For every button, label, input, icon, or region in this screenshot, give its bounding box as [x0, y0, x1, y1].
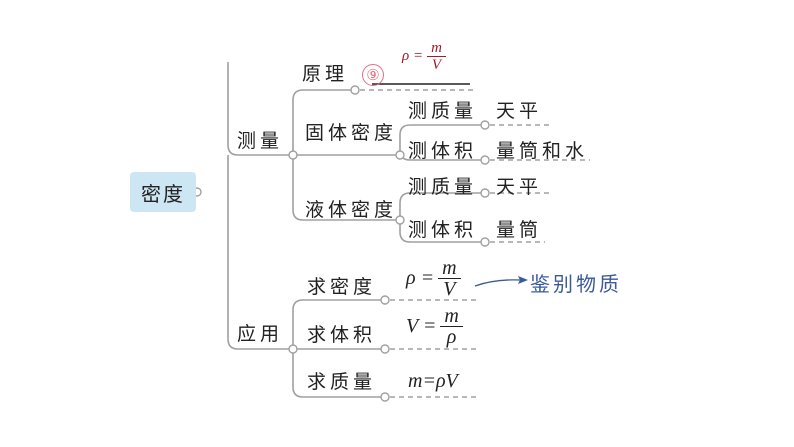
node-principle: 原理 — [302, 63, 349, 85]
node-liquid-volume: 测体积 — [408, 219, 478, 241]
arrow-line — [474, 279, 521, 287]
node-apply: 应用 — [237, 323, 284, 345]
formula-denominator: V — [443, 278, 456, 300]
formula-numerator: m — [427, 40, 446, 57]
mass-formula: m=ρV — [408, 370, 458, 392]
node-find-mass: 求质量 — [307, 371, 377, 393]
formula-lhs: ρ = — [402, 48, 424, 64]
liquid-volume-tool: 量筒 — [496, 219, 543, 241]
node-liquid-mass: 测质量 — [408, 176, 478, 198]
node-liquid-density: 液体密度 — [305, 199, 398, 221]
node-solid-density: 固体密度 — [305, 122, 398, 144]
node-solid-mass: 测质量 — [408, 100, 478, 122]
solid-mass-tool: 天平 — [496, 100, 543, 122]
node-find-density: 求密度 — [307, 276, 377, 298]
formula-denominator: ρ — [446, 326, 457, 348]
formula-denominator: V — [431, 57, 442, 73]
node-find-volume: 求体积 — [307, 324, 377, 346]
arrow-head-icon — [518, 276, 528, 284]
formula-lhs: ρ = — [406, 267, 435, 289]
node-measure: 测量 — [237, 130, 284, 152]
formula-numerator: m — [440, 306, 463, 327]
node-solid-volume: 测体积 — [408, 140, 478, 162]
root-node: 密度 — [130, 172, 196, 212]
question-number-badge: ⑨ — [362, 64, 384, 86]
formula-lhs: V = — [406, 315, 437, 337]
formula-numerator: m — [438, 258, 461, 279]
identify-substance-note: 鉴别物质 — [530, 272, 622, 296]
solid-volume-tool: 量筒和水 — [496, 140, 589, 162]
liquid-mass-tool: 天平 — [496, 176, 543, 198]
root-label: 密度 — [141, 181, 185, 206]
